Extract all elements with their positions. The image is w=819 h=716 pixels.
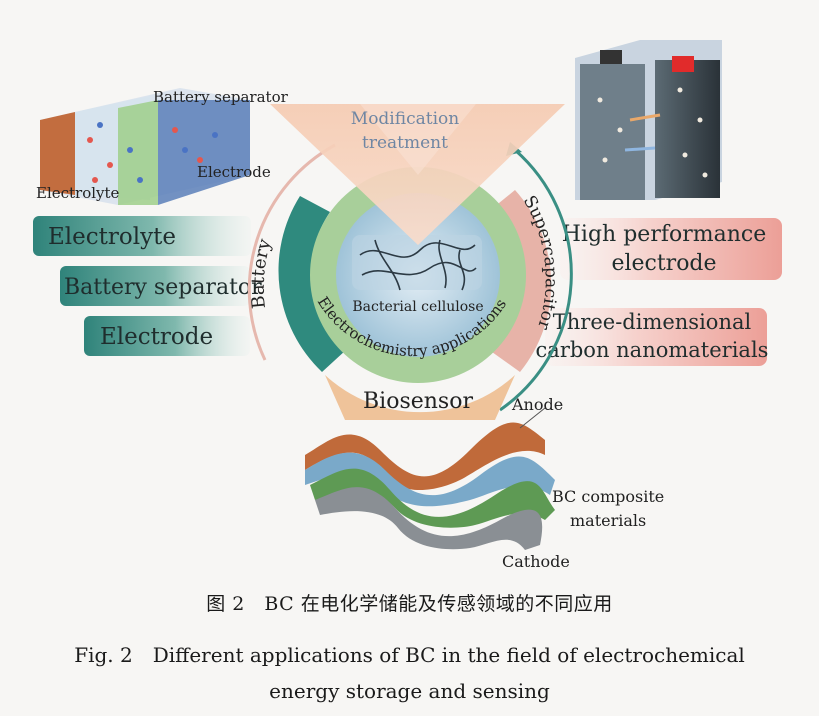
battery-arc xyxy=(278,196,346,372)
cellulose-fiber-icon xyxy=(352,235,482,291)
caption-english-line1: Fig. 2 Different applications of BC in t… xyxy=(74,643,745,667)
left-pill-electrolyte: Electrolyte xyxy=(33,216,251,256)
left-pill-battery-separator: Battery separator xyxy=(60,266,262,306)
battery-illustration xyxy=(40,88,250,205)
pill-battery-separator-text: Battery separator xyxy=(64,275,262,300)
sensor-ribbon-illustration xyxy=(305,422,555,550)
right-arc-arrow xyxy=(499,148,573,412)
pill-electrode-text: Electrode xyxy=(100,324,213,350)
caption-english-line2: energy storage and sensing xyxy=(269,679,550,703)
cathode-label: Cathode xyxy=(502,552,570,571)
bc-composite-line2: materials xyxy=(570,511,646,530)
caption-chinese: 图 2 BC 在电化学储能及传感领域的不同应用 xyxy=(206,593,613,615)
bc-composite-line1: BC composite xyxy=(552,487,664,506)
electrode-label: Electrode xyxy=(197,163,271,181)
modification-line1: Modification xyxy=(351,109,459,129)
pill-electrolyte-text: Electrolyte xyxy=(48,224,176,250)
battery-arc-label: Battery xyxy=(248,236,276,310)
biosensor-arc xyxy=(325,375,515,420)
pill-3d-carbon-line2: carbon nanomaterials xyxy=(536,338,769,362)
supercapacitor-illustration xyxy=(575,40,722,200)
pill-high-performance-line2: electrode xyxy=(611,251,716,276)
right-pill-high-performance-electrode: High performance electrode xyxy=(560,218,782,280)
anode-label: Anode xyxy=(511,395,563,414)
battery-separator-label: Battery separator xyxy=(153,88,289,106)
modification-line2: treatment xyxy=(362,133,448,153)
pill-high-performance-line1: High performance xyxy=(562,222,766,247)
left-arc-arrow xyxy=(247,143,336,361)
right-pill-3d-carbon: Three-dimensional carbon nanomaterials xyxy=(536,308,769,366)
left-pill-electrode: Electrode xyxy=(84,316,250,356)
bacterial-cellulose-label: Bacterial cellulose xyxy=(352,299,483,315)
pill-3d-carbon-line1: Three-dimensional xyxy=(553,310,752,334)
electrolyte-label: Electrolyte xyxy=(36,184,120,202)
biosensor-arc-label: Biosensor xyxy=(363,389,473,414)
modification-treatment-shape xyxy=(270,104,565,245)
